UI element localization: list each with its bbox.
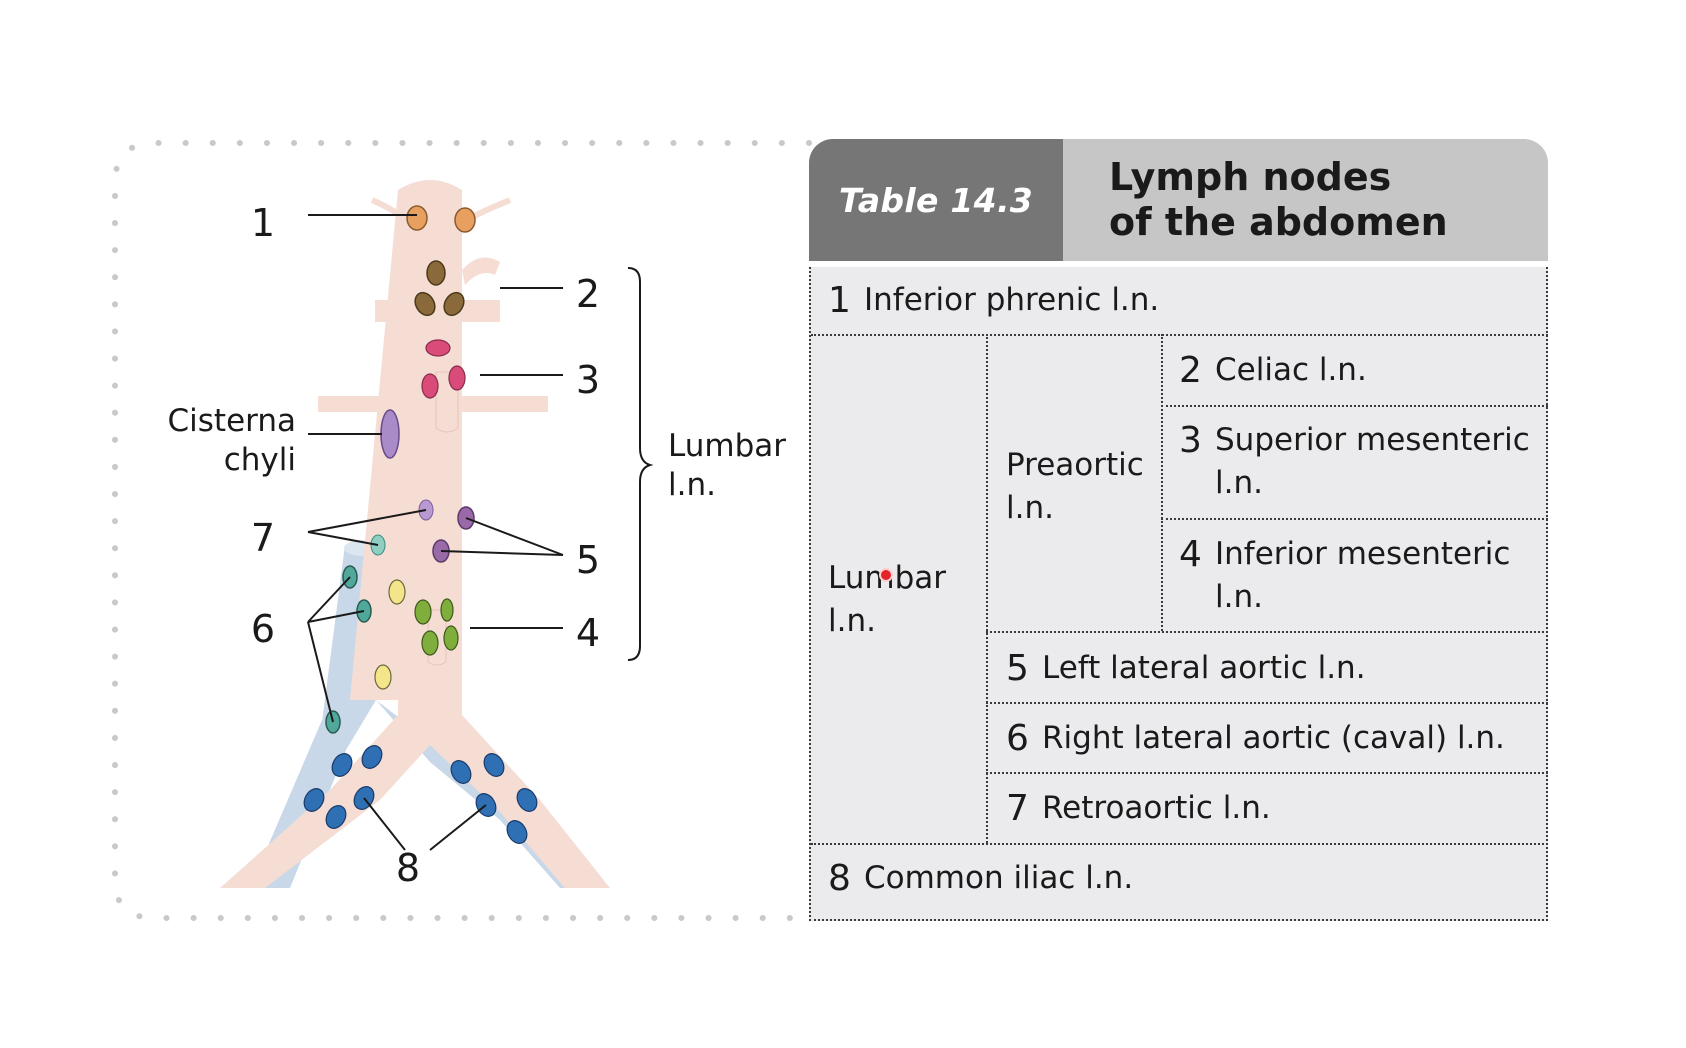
table-row-6: 6 Right lateral aortic (caval) l.n.: [1006, 717, 1546, 760]
row-number: 6: [1006, 718, 1029, 759]
group-preaortic: Preaortic l.n.: [1006, 447, 1144, 526]
table-row-7: 7 Retroaortic l.n.: [1006, 787, 1546, 830]
row-text: Inferior mesenteric l.n.: [1215, 536, 1511, 615]
divider: [1161, 518, 1548, 520]
row-text: Left lateral aortic l.n.: [1042, 650, 1366, 686]
pointer-cursor: [879, 568, 893, 582]
row-number: 8: [828, 858, 851, 899]
divider: [986, 772, 1548, 774]
node-celiac: [414, 260, 465, 317]
divider: [811, 843, 1548, 845]
table-row-3: 3 Superior mesenteric l.n.: [1179, 419, 1539, 505]
table-title: Lymph nodes of the abdomen: [1063, 139, 1548, 261]
row-number: 1: [828, 280, 851, 321]
table-row-8: 8 Common iliac l.n.: [828, 857, 1528, 900]
divider: [1161, 405, 1548, 407]
table-row-2: 2 Celiac l.n.: [1179, 349, 1539, 392]
cisterna-label-2: chyli: [224, 442, 296, 478]
callout-2: 2: [576, 272, 600, 316]
cisterna-label-1: Cisterna: [168, 403, 296, 439]
divider: [986, 702, 1548, 704]
node-yellow: [374, 579, 406, 690]
row-text: Superior mesenteric l.n.: [1215, 422, 1530, 501]
row-number: 3: [1179, 420, 1202, 461]
lymph-node-table: Table 14.3 Lymph nodes of the abdomen 1 …: [809, 139, 1548, 921]
aorta: [220, 180, 610, 888]
table-body: 1 Inferior phrenic l.n. Lumbar l.n. Prea…: [809, 267, 1548, 921]
row-text: Inferior phrenic l.n.: [864, 282, 1160, 318]
node-inf-mesenteric: [414, 598, 459, 656]
table-header: Table 14.3 Lymph nodes of the abdomen: [809, 139, 1548, 261]
callout-3: 3: [576, 358, 600, 402]
divider: [986, 334, 988, 843]
callout-8: 8: [396, 846, 420, 890]
row-text: Retroaortic l.n.: [1042, 790, 1271, 826]
callout-5: 5: [576, 538, 600, 582]
table-title-line2: of the abdomen: [1109, 200, 1448, 244]
lumbar-label-2: l.n.: [668, 467, 716, 503]
lumbar-label-1: Lumbar: [668, 428, 786, 464]
divider: [1161, 334, 1163, 631]
leader-lines: [307, 214, 564, 851]
callout-1: 1: [251, 201, 275, 245]
row-text: Right lateral aortic (caval) l.n.: [1042, 720, 1505, 756]
divider: [811, 334, 1548, 336]
table-number: Table 14.3: [809, 139, 1063, 261]
dotted-frame: [112, 140, 812, 921]
callout-4: 4: [576, 611, 600, 655]
table-row-1: 1 Inferior phrenic l.n.: [828, 279, 1159, 322]
row-number: 2: [1179, 350, 1202, 391]
callout-6: 6: [251, 607, 275, 651]
row-number: 7: [1006, 788, 1029, 829]
row-text: Common iliac l.n.: [864, 860, 1134, 896]
row-number: 5: [1006, 648, 1029, 689]
group-lumbar: Lumbar l.n.: [828, 560, 946, 639]
row-text: Celiac l.n.: [1215, 352, 1367, 388]
node-phrenic: [406, 205, 476, 233]
divider: [986, 631, 1548, 633]
table-row-5: 5 Left lateral aortic l.n.: [1006, 647, 1546, 690]
cisterna-chyli: [380, 409, 400, 459]
node-iliac: [303, 745, 538, 844]
lumbar-brace: [627, 267, 654, 661]
table-title-line1: Lymph nodes: [1109, 155, 1392, 199]
table-row-4: 4 Inferior mesenteric l.n.: [1179, 533, 1539, 619]
row-number: 4: [1179, 534, 1202, 575]
callout-7: 7: [251, 516, 275, 560]
node-sup-mesenteric: [421, 339, 466, 399]
